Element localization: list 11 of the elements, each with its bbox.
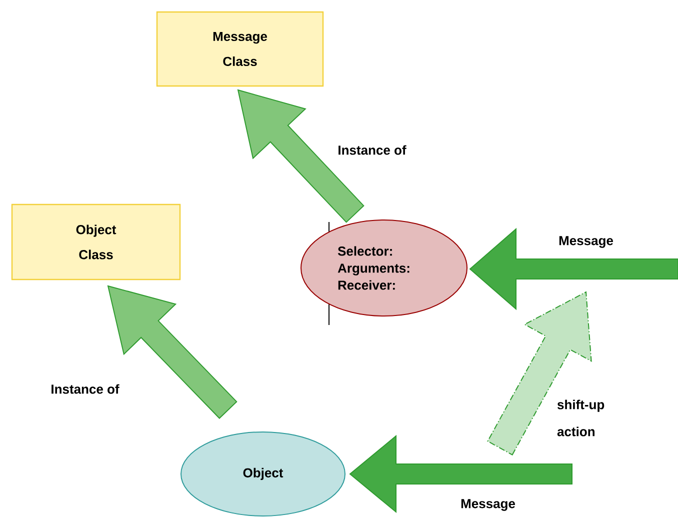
edge-label: Message — [559, 236, 614, 248]
block-arrow — [237, 89, 364, 223]
class-box: Message Class — [156, 11, 324, 87]
block-arrow — [349, 434, 572, 514]
edge-label: Message — [461, 499, 516, 511]
edge-label: Instance of — [338, 145, 406, 155]
edge-label: Instance of — [52, 384, 120, 394]
class-box: Object Class — [11, 204, 181, 280]
block-arrow — [469, 228, 678, 310]
note-text: shift-up action — [557, 400, 604, 436]
block-arrow — [107, 285, 238, 419]
